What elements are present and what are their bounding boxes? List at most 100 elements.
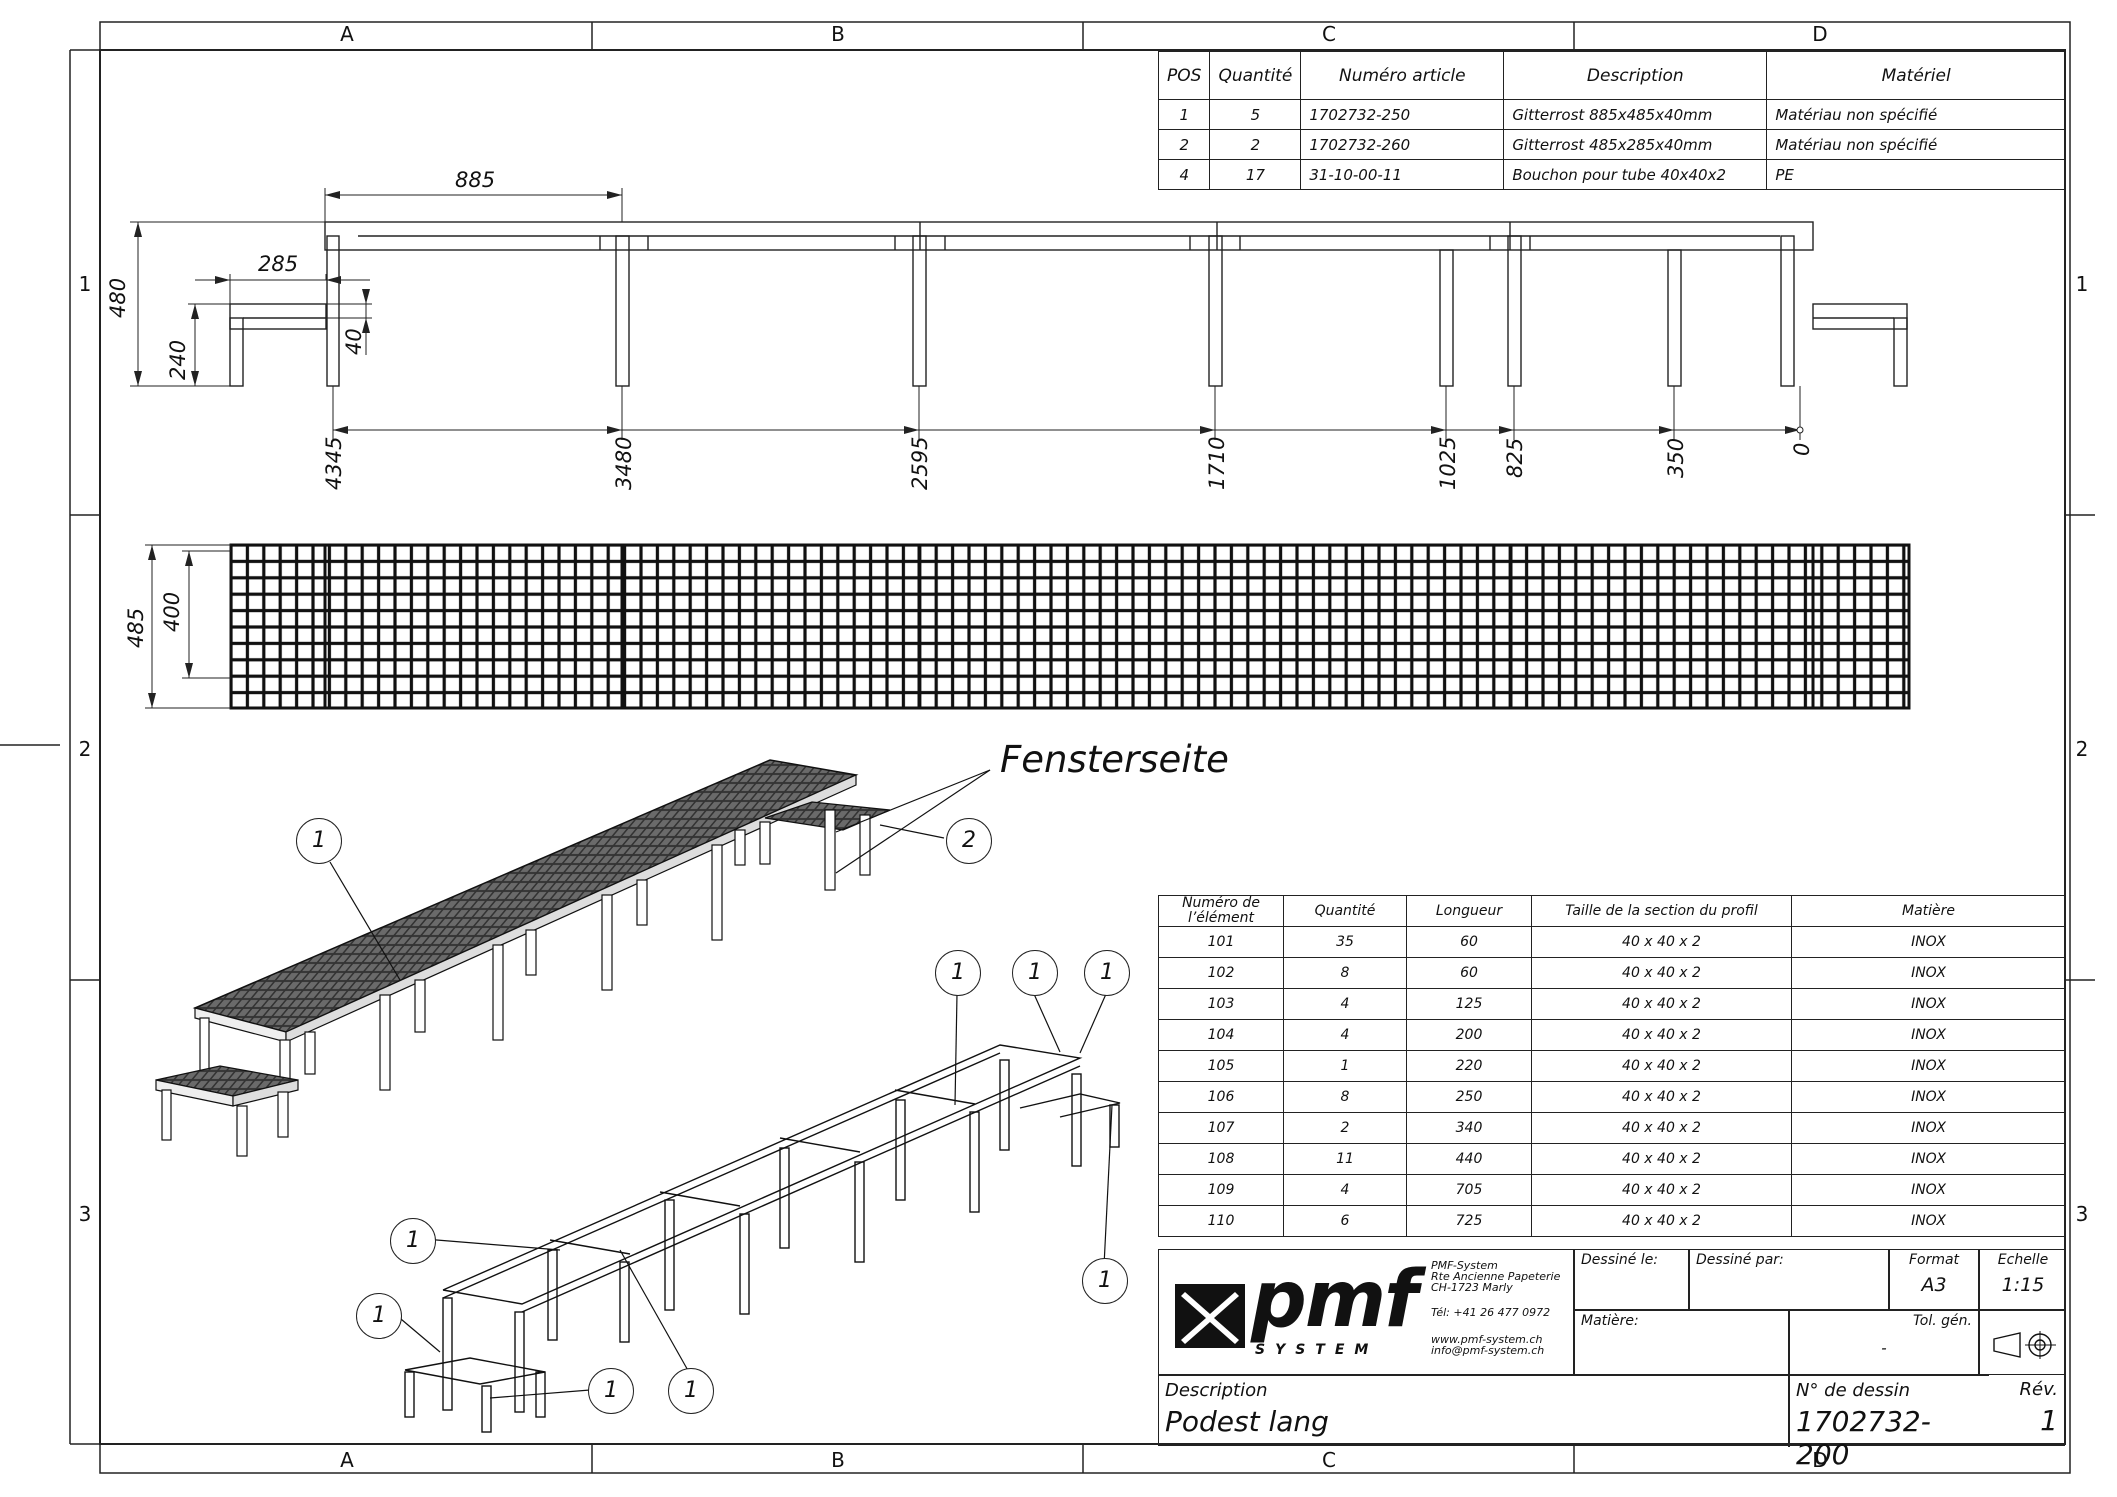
profile-cell: INOX [1791, 1112, 2066, 1144]
profile-cell: 440 [1406, 1143, 1532, 1175]
bom-header-article: Numéro article [1300, 51, 1505, 100]
profile-cell: 250 [1406, 1081, 1532, 1113]
bom-cell: 17 [1209, 159, 1302, 190]
zone-col-d-top: D [1812, 22, 1828, 46]
drawn-by-label: Dessiné par: [1689, 1250, 1889, 1310]
drawing-number-value: 1702732-200 [1796, 1405, 1931, 1471]
callout-pos-1: 1 [668, 1368, 714, 1414]
tolerance-cell: Tol. gén. - [1789, 1310, 1979, 1375]
profile-cell: 125 [1406, 988, 1532, 1020]
profile-cell: 4 [1283, 1174, 1407, 1206]
profile-cell: 725 [1406, 1205, 1532, 1237]
window-side-label: Fensterseite [1000, 738, 1229, 781]
profile-cell: 4 [1283, 988, 1407, 1020]
bom-cell: 1702732-250 [1300, 99, 1505, 130]
projection-symbol-icon [1993, 1331, 2056, 1359]
table-row: 4 17 31-10-00-11 Bouchon pour tube 40x40… [1157, 159, 2066, 190]
callout-pos-1: 1 [935, 950, 981, 996]
profile-cell: INOX [1791, 1019, 2066, 1051]
profile-cell: 104 [1158, 1019, 1284, 1051]
company-website[interactable]: www.pmf-system.ch [1431, 1333, 1543, 1346]
zone-row-2-right: 2 [2075, 737, 2089, 761]
zone-col-a-top: A [340, 22, 354, 46]
bom-cell: 1702732-260 [1300, 129, 1505, 160]
profile-cell: 40 x 40 x 2 [1531, 1019, 1792, 1051]
profile-cut-list-table: Numéro de l’élément Quantité Longueur Ta… [1158, 895, 2066, 1237]
callout-pos-2: 2 [946, 818, 992, 864]
profile-cell: INOX [1791, 957, 2066, 989]
tolerance-value: - [1881, 1339, 1887, 1357]
zone-row-2-left: 2 [78, 737, 92, 761]
revision-cell: Rév. 1 [1989, 1375, 2066, 1447]
profile-cell: 109 [1158, 1174, 1284, 1206]
profile-cell: 200 [1406, 1019, 1532, 1051]
zone-col-c-top: C [1322, 22, 1336, 46]
profile-cell: 107 [1158, 1112, 1284, 1144]
description-cell: Description Podest lang [1159, 1375, 1789, 1447]
pmf-logo-icon [1175, 1284, 1245, 1348]
bom-header-row: POS Quantité Numéro article Description … [1157, 51, 2066, 100]
zone-row-3-left: 3 [78, 1202, 92, 1226]
zone-col-c-bottom: C [1322, 1448, 1336, 1472]
company-phone: Tél: +41 26 477 0972 [1431, 1306, 1551, 1319]
profile-cell: 40 x 40 x 2 [1531, 988, 1792, 1020]
format-label: Format [1908, 1252, 1960, 1268]
profile-cell: 60 [1406, 926, 1532, 958]
profile-header-quantity: Quantité [1283, 895, 1407, 927]
profile-cell: 1 [1283, 1050, 1407, 1082]
projection-symbol-cell [1979, 1310, 2066, 1375]
profile-cell: 40 x 40 x 2 [1531, 1112, 1792, 1144]
zone-row-1-right: 1 [2075, 272, 2089, 296]
bom-cell: Gitterrost 885x485x40mm [1503, 99, 1768, 130]
plan-view-grating [145, 543, 1911, 710]
profile-cell: 220 [1406, 1050, 1532, 1082]
profile-cell: 4 [1283, 1019, 1407, 1051]
profile-header-material: Matière [1791, 895, 2066, 927]
bom-cell: 4 [1157, 159, 1211, 190]
description-value: Podest lang [1165, 1405, 1329, 1438]
bom-cell: 1 [1157, 99, 1211, 130]
zone-col-b-bottom: B [831, 1448, 845, 1472]
profile-cell: 60 [1406, 957, 1532, 989]
profile-cell: 105 [1158, 1050, 1284, 1082]
material-label: Matière: [1574, 1310, 1789, 1375]
company-address-1: Rte Ancienne Papeterie [1431, 1270, 1561, 1283]
profile-cell: 40 x 40 x 2 [1531, 1205, 1792, 1237]
profile-cell: 6 [1283, 1205, 1407, 1237]
profile-cell: 11 [1283, 1143, 1407, 1175]
bom-cell: Bouchon pour tube 40x40x2 [1503, 159, 1768, 190]
company-logo-wordmark: pmf [1251, 1255, 1418, 1345]
format-value: A3 [1921, 1274, 1947, 1296]
profile-cell: 35 [1283, 926, 1407, 958]
bom-cell: 31-10-00-11 [1300, 159, 1505, 190]
title-block: pmf SYSTEM PMF-System Rte Ancienne Papet… [1158, 1249, 2066, 1471]
zone-col-b-top: B [831, 22, 845, 46]
profile-header-row: Numéro de l’élément Quantité Longueur Ta… [1158, 895, 2066, 927]
tolerance-label: Tol. gén. [1912, 1313, 1972, 1329]
description-label: Description [1165, 1380, 1268, 1401]
scale-cell: Echelle 1:15 [1979, 1250, 2066, 1310]
profile-cell: 102 [1158, 957, 1284, 989]
company-logo-cell: pmf SYSTEM PMF-System Rte Ancienne Papet… [1159, 1250, 1574, 1375]
zone-col-a-bottom: A [340, 1448, 354, 1472]
format-cell: Format A3 [1889, 1250, 1979, 1310]
profile-header-section: Taille de la section du profil [1531, 895, 1792, 927]
profile-cell: 106 [1158, 1081, 1284, 1113]
profile-cell: INOX [1791, 1050, 2066, 1082]
profile-cell: INOX [1791, 1081, 2066, 1113]
company-email[interactable]: info@pmf-system.ch [1431, 1344, 1545, 1357]
profile-cell: INOX [1791, 926, 2066, 958]
dim-width-top: 885 [455, 168, 496, 192]
profile-cell: 705 [1406, 1174, 1532, 1206]
